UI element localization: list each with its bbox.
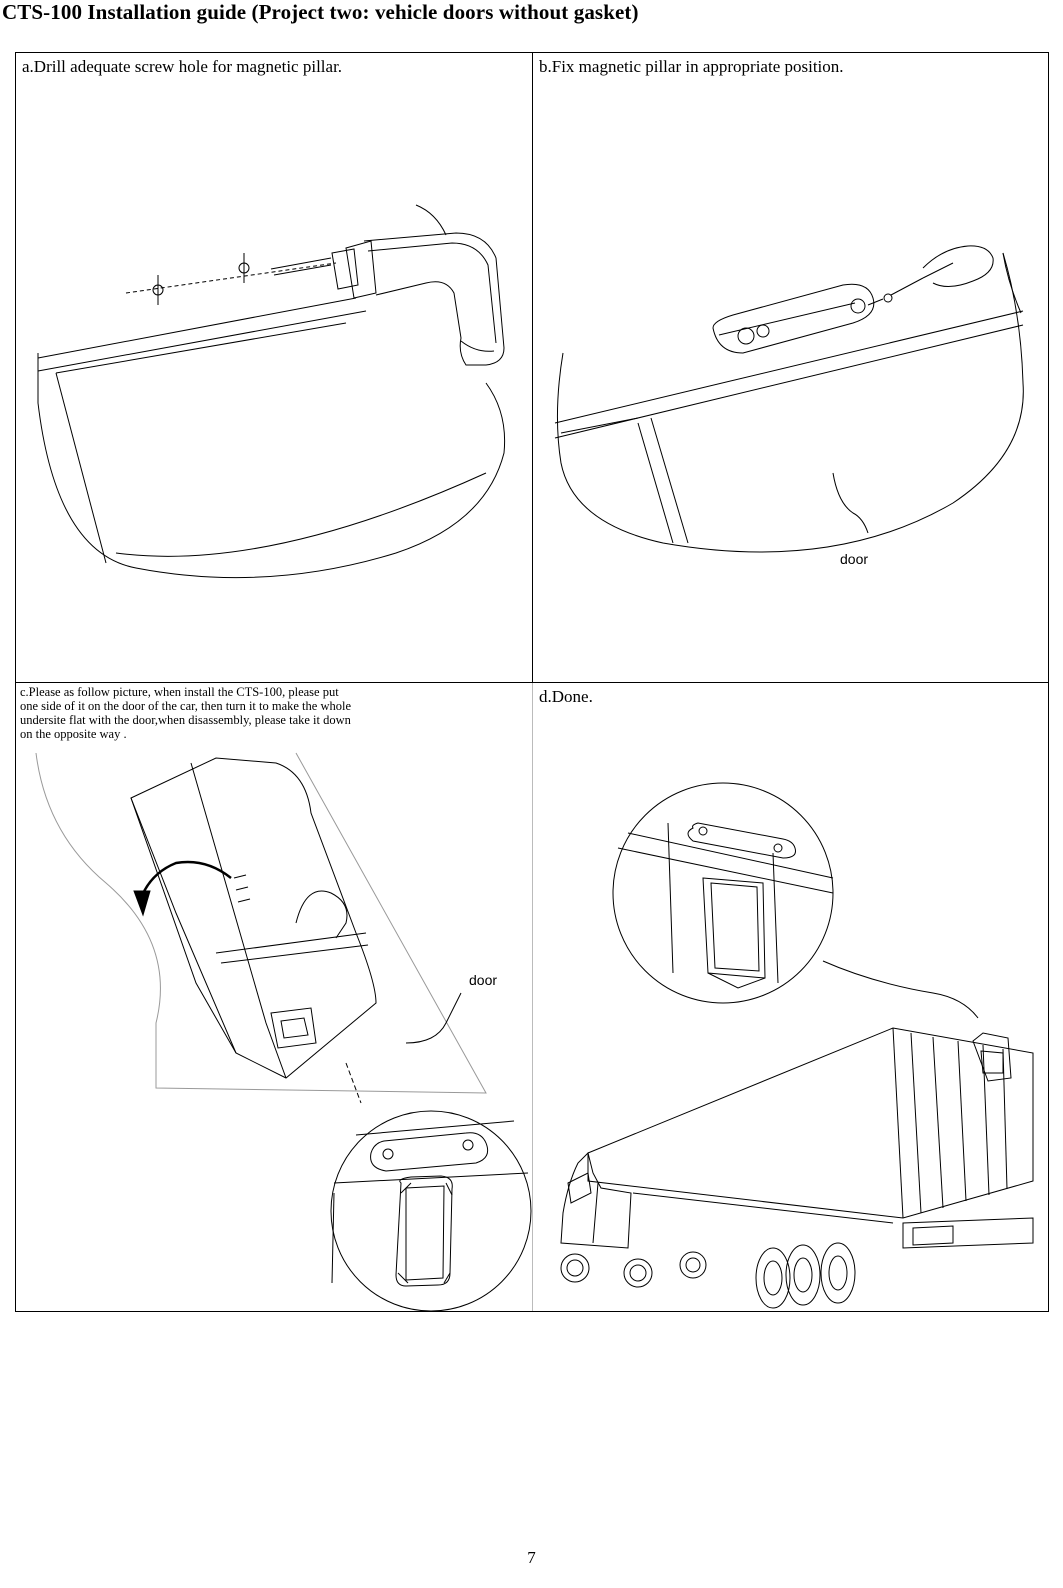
truck-icon: [533, 683, 1048, 1311]
panel-b: b.Fix magnetic pillar in appropriate pos…: [533, 53, 1048, 683]
panel-b-caption: b.Fix magnetic pillar in appropriate pos…: [539, 57, 844, 76]
door-label: door: [840, 551, 869, 567]
panel-a-caption: a.Drill adequate screw hole for magnetic…: [22, 57, 343, 76]
panel-c-caption-line: undersite flat with the door,when disass…: [20, 713, 351, 727]
page-title: CTS-100 Installation guide (Project two:…: [2, 0, 639, 24]
panel-c: c.Please as follow picture, when install…: [16, 683, 533, 1311]
panel-c-caption-line: on the opposite way .: [20, 727, 127, 741]
panel-c-caption-line: c.Please as follow picture, when install…: [20, 685, 339, 699]
instruction-grid: a.Drill adequate screw hole for magnetic…: [15, 52, 1049, 1312]
screwdriver-icon: [533, 53, 1048, 683]
page-number: 7: [527, 1548, 536, 1567]
rotate-arrow-icon: [16, 683, 533, 1311]
panel-a: a.Drill adequate screw hole for magnetic…: [16, 53, 533, 683]
panel-c-caption: c.Please as follow picture, when install…: [20, 685, 380, 741]
panel-d: d.Done.: [533, 683, 1048, 1311]
door-label: door: [469, 972, 498, 988]
panel-c-caption-line: one side of it on the door of the car, t…: [20, 699, 352, 713]
drill-icon: [16, 53, 533, 683]
panel-d-caption: d.Done.: [539, 687, 593, 706]
